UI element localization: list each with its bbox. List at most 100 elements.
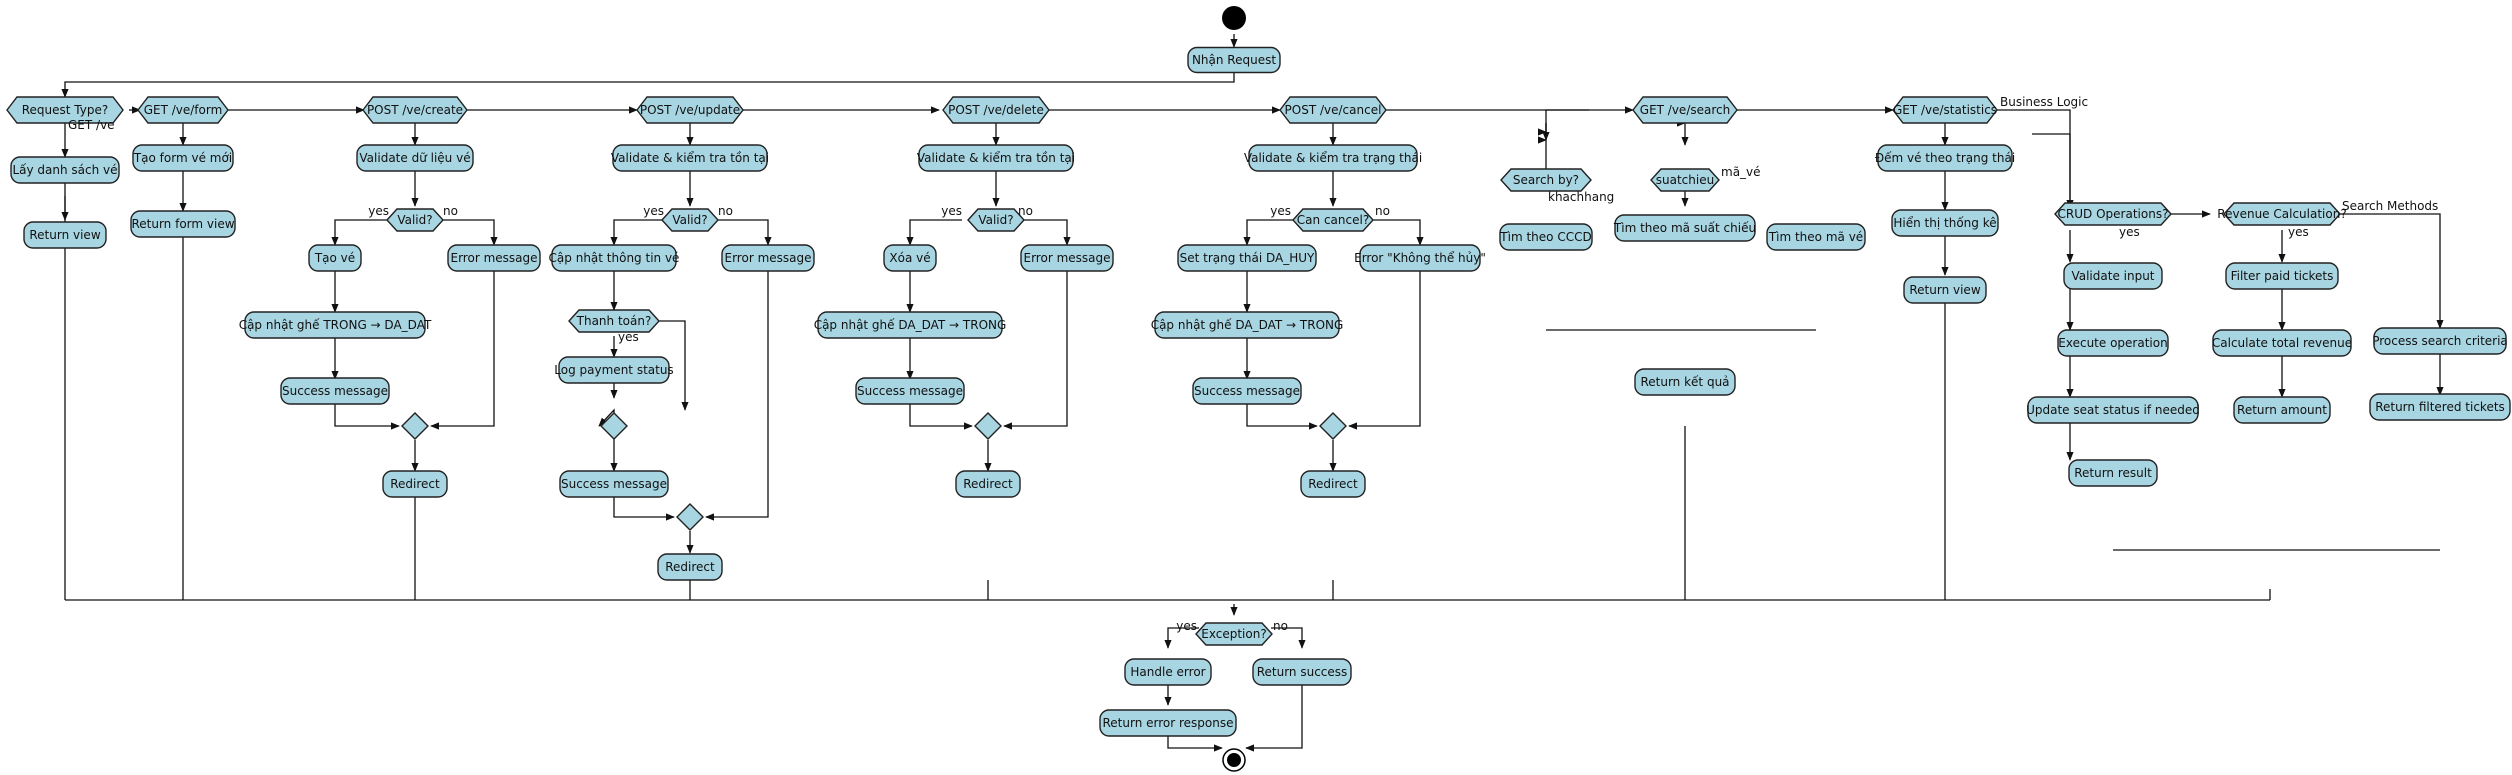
activity-s-msc: Tìm theo mã suất chiếu: [1613, 214, 1756, 242]
activity-form-ret: Return form view: [130, 210, 236, 238]
activity-b-filt: Return filtered tickets: [2369, 393, 2511, 421]
activity-label: Return form view: [131, 217, 234, 231]
edge-label-no: no: [443, 204, 458, 218]
activity-c-err: Error message: [447, 244, 541, 272]
edge-label-yes: yes: [1176, 619, 1197, 633]
decision-u-pay: Thanh toán?: [568, 309, 660, 333]
decision-label: GET /ve/search: [1640, 103, 1730, 117]
activity-st-count: Đếm vé theo trạng thái: [1875, 144, 2015, 172]
merge-node: [676, 503, 704, 531]
decision-label: Thanh toán?: [576, 314, 652, 328]
activity-label: Update seat status if needed: [2026, 403, 2200, 417]
decision-d-search: GET /ve/search: [1632, 96, 1738, 124]
flow-arrow: [718, 219, 772, 246]
decision-label: POST /ve/cancel: [1285, 103, 1382, 117]
activity-label: Tìm theo mã vé: [1768, 230, 1863, 244]
activity-label: Filter paid tickets: [2231, 269, 2334, 283]
activity-u-err: Error message: [721, 244, 815, 272]
activity-label: Error "Không thể hủy": [1354, 251, 1486, 265]
activity-label: Cập nhật ghế TRONG → DA_DAT: [239, 318, 432, 332]
flow-arrow: [1003, 270, 1068, 430]
activity-c-seat: Cập nhật ghế TRONG → DA_DAT: [239, 311, 432, 339]
activity-label: Hiển thị thống kê: [1893, 216, 1996, 230]
activity-label: Calculate total revenue: [2212, 336, 2352, 350]
activity-label: Tạo form vé mới: [133, 151, 232, 165]
activity-u-valid: Validate & kiểm tra tồn tại: [611, 144, 769, 172]
activity-label: Lấy danh sách vé: [12, 163, 117, 177]
edge-label-yes: yes: [2288, 225, 2309, 239]
activity-dl-valid: Validate & kiểm tra tồn tại: [917, 144, 1075, 172]
flow-arrow: [334, 404, 400, 430]
activity-cn-succ: Success message: [1192, 377, 1302, 405]
activity-cn-redir: Redirect: [1300, 470, 1366, 498]
activity-dl-redir: Redirect: [955, 470, 1021, 498]
activity-cn-err: Error "Không thể hủy": [1354, 244, 1486, 272]
decision-label: Request Type?: [22, 103, 109, 117]
activity-label: Return filtered tickets: [2375, 400, 2505, 414]
edges-layer: [61, 34, 2444, 752]
activity-e-resp: Return error response: [1099, 709, 1237, 737]
decision-d-form: GET /ve/form: [137, 96, 229, 124]
activity-label: Redirect: [1308, 477, 1358, 491]
decision-label: Valid?: [397, 213, 432, 227]
activity-label: Success message: [561, 477, 667, 491]
activity-label: Log payment status: [554, 363, 673, 377]
flow-arrow: [1246, 404, 1318, 430]
decision-s-by: Search by?: [1500, 168, 1592, 192]
activity-label: Return view: [1909, 283, 1980, 297]
activity-label: Set trạng thái DA_HUY: [1180, 251, 1315, 265]
activity-label: Redirect: [665, 560, 715, 574]
activity-label: Handle error: [1130, 665, 1205, 679]
activity-cn-set: Set trạng thái DA_HUY: [1177, 244, 1317, 272]
decision-u-q: Valid?: [661, 208, 719, 232]
decision-label: Valid?: [978, 213, 1013, 227]
decision-c-q: Valid?: [386, 208, 444, 232]
flow-arrow: [610, 219, 662, 246]
activity-label: Error message: [451, 251, 538, 265]
activity-dl-xoa: Xóa vé: [883, 244, 937, 272]
flow-arrow: [2340, 213, 2444, 329]
activity-label: Success message: [282, 384, 388, 398]
activity-e-succ: Return success: [1252, 658, 1352, 686]
decision-d-type: Request Type?: [6, 96, 124, 124]
activity-label: Success message: [857, 384, 963, 398]
flow-arrow: [331, 219, 387, 246]
activity-label: Validate & kiểm tra trạng thái: [1244, 151, 1422, 165]
activity-label: Return result: [2074, 466, 2152, 480]
activity-b-exe: Execute operation: [2057, 329, 2169, 357]
decision-label: Valid?: [672, 213, 707, 227]
activity-c-tao: Tạo vé: [308, 244, 362, 272]
decision-label: Exception?: [1201, 627, 1266, 641]
decision-d-create: POST /ve/create: [362, 96, 468, 124]
activity-b-fil: Filter paid tickets: [2225, 262, 2339, 290]
merge-node: [600, 412, 628, 440]
decision-label: Can cancel?: [1297, 213, 1369, 227]
activity-c-valid: Validate dữ liệu vé: [356, 144, 474, 172]
activity-label: Đếm vé theo trạng thái: [1875, 151, 2015, 165]
decision-label: GET /ve/statistics: [1893, 103, 1997, 117]
edge-label-ma-ve: mã_vé: [1721, 165, 1761, 179]
activity-label: Return kết quả: [1640, 375, 1729, 389]
activity-label: Return amount: [2237, 403, 2327, 417]
flow-arrow: [1243, 219, 1293, 246]
decision-dl-q: Valid?: [967, 208, 1025, 232]
activity-label: Validate dữ liệu vé: [359, 151, 470, 165]
flow-arrow: [430, 270, 495, 430]
decision-cn-q: Can cancel?: [1292, 208, 1374, 232]
decision-label: POST /ve/update: [640, 103, 740, 117]
decision-e-q: Exception?: [1195, 622, 1273, 646]
activity-u-log: Log payment status: [554, 356, 674, 384]
flow-arrow: [705, 270, 769, 521]
decision-label: Search by?: [1513, 173, 1579, 187]
activity-label: Return view: [29, 228, 100, 242]
activity-label: Return success: [1257, 665, 1348, 679]
decision-label: POST /ve/create: [367, 103, 463, 117]
activity-e-handle: Handle error: [1124, 658, 1212, 686]
decision-b-crud: CRUD Operations?: [2054, 202, 2172, 226]
activity-label: Xóa vé: [889, 251, 930, 265]
activity-label: Error message: [725, 251, 812, 265]
activity-ve-ret: Return view: [23, 221, 107, 249]
